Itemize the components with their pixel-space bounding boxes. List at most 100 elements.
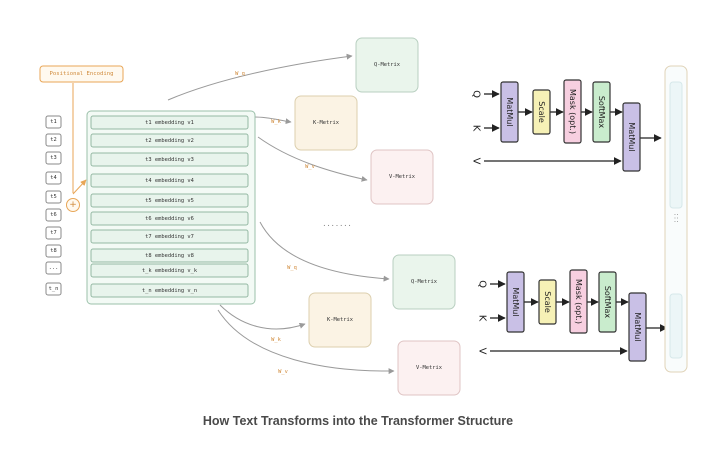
embedding-row xyxy=(90,152,249,167)
embedding-label: t_k embedding v_k xyxy=(142,268,198,274)
v-matrix-top-box xyxy=(370,149,434,205)
token-box xyxy=(45,208,62,222)
block-label-4-top: MatMul xyxy=(627,122,636,151)
block-1-bottom xyxy=(538,279,557,325)
q-matrix-top-box xyxy=(355,37,419,93)
token-box xyxy=(45,261,62,275)
side-panel-top-section xyxy=(669,81,683,209)
token-label: t3 xyxy=(50,155,57,161)
embedding-label: t_n embedding v_n xyxy=(142,288,197,294)
embedding-label: t4 embedding v4 xyxy=(145,178,194,184)
token-label: ... xyxy=(49,265,59,271)
block-2-top xyxy=(563,79,582,144)
weight-label-wk-bottom: W_k xyxy=(271,337,281,343)
positional-encoding-to-embeddings xyxy=(72,179,87,195)
input-v-label-bottom: V xyxy=(477,348,488,355)
v-matrix-bottom-box xyxy=(397,340,461,396)
weight-label-wv-bottom: W_v xyxy=(278,369,288,375)
embedding-label: t2 embedding v2 xyxy=(145,138,194,144)
embedding-row xyxy=(90,173,249,188)
embedding-row xyxy=(90,263,249,278)
input-q-label-bottom: Q xyxy=(477,280,488,288)
block-label-4-bottom: MatMul xyxy=(633,312,642,341)
block-label-0-top: MatMul xyxy=(505,97,514,126)
plus-node xyxy=(66,198,80,212)
token-box xyxy=(45,244,62,258)
weight-label-wq-top: W_q xyxy=(235,71,245,77)
side-panel-dots: ::: xyxy=(673,213,680,224)
embedding-row xyxy=(90,229,249,244)
block-0-bottom xyxy=(506,271,525,333)
input-v-label-top: V xyxy=(471,158,482,165)
block-3-bottom xyxy=(598,271,617,333)
q-matrix-bottom-label: Q-Metrix xyxy=(411,279,438,285)
v-matrix-bottom-label: V-Metrix xyxy=(416,365,443,371)
block-label-0-bottom: MatMul xyxy=(511,287,520,316)
token-box xyxy=(45,151,62,165)
block-label-1-top: Scale xyxy=(537,101,546,123)
v-matrix-top-label: V-Metrix xyxy=(389,174,416,180)
block-0-top xyxy=(500,81,519,143)
embedding-row xyxy=(90,248,249,263)
arrow-wq-bottom xyxy=(259,221,390,282)
token-label: t5 xyxy=(50,194,57,200)
arrow-wv-top xyxy=(257,136,368,182)
token-label: t1 xyxy=(50,119,57,125)
token-box xyxy=(45,133,62,147)
block-4-top xyxy=(622,102,641,172)
embedding-label: t3 embedding v3 xyxy=(145,157,194,163)
embedding-row xyxy=(90,283,249,298)
embedding-label: t6 embedding v6 xyxy=(145,216,194,222)
embedding-row xyxy=(90,211,249,226)
token-label: t4 xyxy=(50,175,57,181)
block-4-bottom xyxy=(628,292,647,362)
arrow-wk-top xyxy=(254,116,292,125)
embedding-label: t7 embedding v7 xyxy=(145,234,194,240)
block-3-top xyxy=(592,81,611,143)
token-label: t7 xyxy=(50,230,57,236)
block-label-2-bottom: Mask (opt.) xyxy=(574,279,583,324)
block-label-3-bottom: SoftMax xyxy=(603,286,612,319)
token-box xyxy=(45,282,62,296)
block-1-top xyxy=(532,89,551,135)
token-box xyxy=(45,115,62,129)
positional-encoding-label: Positional Encoding xyxy=(50,71,114,77)
input-k-label-top: K xyxy=(471,125,482,132)
token-label: t2 xyxy=(50,137,57,143)
embedding-row xyxy=(90,193,249,208)
plus-symbol: + xyxy=(69,200,77,210)
k-matrix-bottom-label: K-Metrix xyxy=(327,317,354,323)
block-2-bottom xyxy=(569,269,588,334)
token-box xyxy=(45,190,62,204)
arrow-wq-top xyxy=(167,53,353,101)
positional-encoding-box xyxy=(39,65,124,83)
embedding-row xyxy=(90,133,249,148)
weight-label-wq-bottom: W_q xyxy=(287,265,297,271)
side-panel-bottom-section xyxy=(669,293,683,359)
q-matrix-bottom-box xyxy=(392,254,456,310)
embedding-label: t8 embedding v8 xyxy=(145,253,194,259)
weight-label-wv-top: W_v xyxy=(305,164,315,170)
k-matrix-bottom-box xyxy=(308,292,372,348)
arrow-wk-bottom xyxy=(219,304,306,330)
input-q-label-top: Q xyxy=(471,90,482,98)
block-label-3-top: SoftMax xyxy=(597,96,606,129)
token-box xyxy=(45,171,62,185)
block-label-1-bottom: Scale xyxy=(543,291,552,313)
token-label: t8 xyxy=(50,248,57,254)
weight-label-wk-top: W_k xyxy=(271,119,281,125)
diagram-caption: How Text Transforms into the Transformer… xyxy=(202,414,514,428)
q-matrix-top-label: Q-Metrix xyxy=(374,62,401,68)
input-k-label-bottom: K xyxy=(477,315,488,322)
block-label-2-top: Mask (opt.) xyxy=(568,89,577,134)
embedding-row xyxy=(90,115,249,130)
token-box xyxy=(45,226,62,240)
ellipsis-label: ....... xyxy=(322,220,352,228)
arrow-wv-bottom xyxy=(217,309,395,375)
embedding-label: t5 embedding v5 xyxy=(145,198,194,204)
token-label: t_n xyxy=(49,286,59,292)
k-matrix-top-box xyxy=(294,95,358,151)
k-matrix-top-label: K-Metrix xyxy=(313,120,340,126)
